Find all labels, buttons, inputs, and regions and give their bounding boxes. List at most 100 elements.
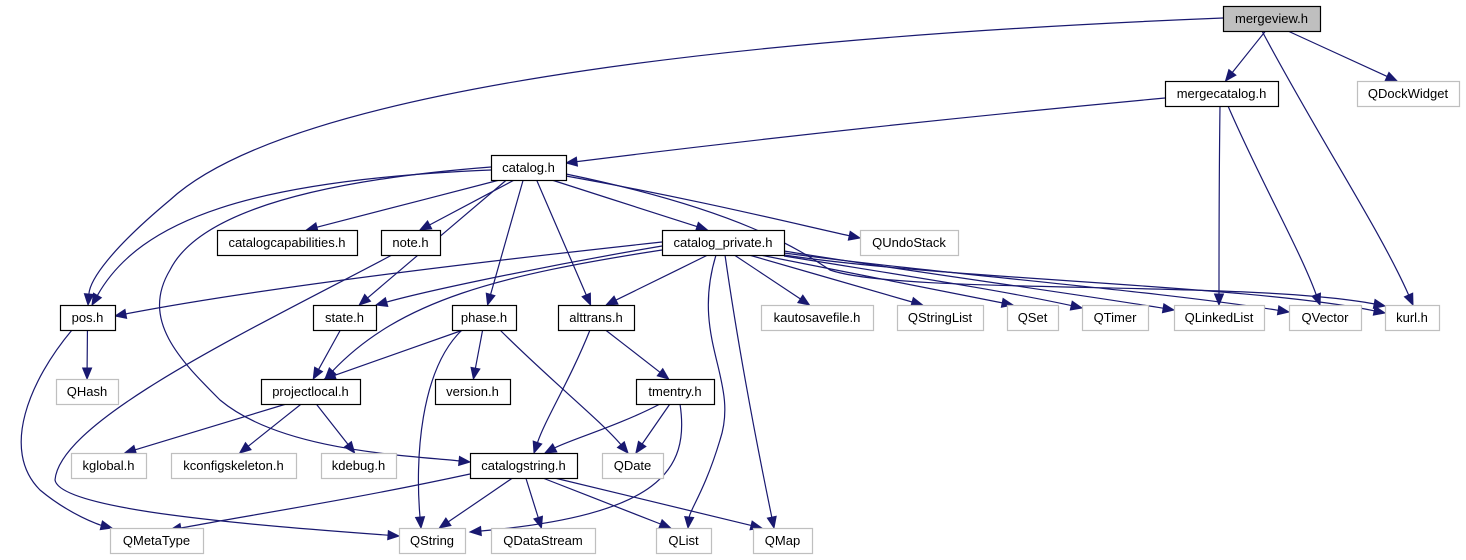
arrowhead-icon: [1224, 68, 1237, 83]
edge-line: [554, 477, 752, 526]
node-label: QMap: [765, 533, 800, 548]
arrowhead-icon: [91, 292, 103, 307]
node-label: QList: [668, 533, 699, 548]
node-alttrans[interactable]: alttrans.h: [557, 304, 636, 332]
arrowhead-icon: [796, 294, 811, 306]
arrowhead-icon: [1311, 292, 1321, 307]
arrowhead-icon: [616, 440, 629, 455]
node-QHash[interactable]: QHash: [55, 378, 120, 406]
node-kurl[interactable]: kurl.h: [1384, 304, 1441, 332]
edge-pos-to-QHash: [81, 329, 93, 381]
node-label: kurl.h: [1396, 310, 1428, 325]
edge-line: [386, 245, 663, 303]
node-label: kautosavefile.h: [774, 310, 861, 325]
node-box: [260, 378, 362, 406]
arrowhead-icon: [694, 221, 709, 232]
node-QList[interactable]: QList: [655, 527, 713, 555]
edge-phase-to-QDate: [499, 329, 629, 455]
node-state[interactable]: state.h: [312, 304, 378, 332]
node-label: QVector: [1302, 310, 1350, 325]
edge-catalog_private-to-QList: [684, 254, 726, 530]
arrowhead-icon: [684, 515, 695, 530]
node-QDockWidget[interactable]: QDockWidget: [1356, 80, 1461, 108]
edge-line: [1218, 105, 1221, 295]
node-label: QMetaType: [123, 533, 190, 548]
edge-projectlocal-to-kconfigskeleton: [238, 403, 302, 454]
edge-phase-to-version: [470, 329, 484, 381]
node-box: [896, 304, 985, 332]
edge-note-to-QString: [54, 254, 401, 541]
arrowhead-icon: [468, 525, 482, 537]
node-kautosavefile[interactable]: kautosavefile.h: [760, 304, 875, 332]
node-box: [1288, 304, 1363, 332]
edge-projectlocal-to-kglobal: [123, 403, 287, 455]
node-version[interactable]: version.h: [434, 378, 512, 406]
node-label: mergeview.h: [1235, 11, 1308, 26]
node-box: [170, 452, 298, 480]
node-catalogcapabilities[interactable]: catalogcapabilities.h: [216, 229, 359, 257]
node-QMetaType[interactable]: QMetaType: [109, 527, 205, 555]
edge-mergecatalog-to-QLinkedList: [1213, 105, 1225, 307]
node-note[interactable]: note.h: [380, 229, 442, 257]
node-label: projectlocal.h: [272, 384, 349, 399]
edge-line: [315, 403, 349, 445]
node-QDate[interactable]: QDate: [601, 452, 665, 480]
node-mergeview[interactable]: mergeview.h: [1222, 5, 1322, 33]
edge-line: [1227, 105, 1317, 295]
edge-catalog_private-to-pos: [113, 241, 663, 319]
arrowhead-icon: [1213, 293, 1225, 307]
node-box: [1173, 304, 1266, 332]
node-tmentry[interactable]: tmentry.h: [635, 378, 716, 406]
arrowhead-icon: [1403, 292, 1414, 307]
node-catalog[interactable]: catalog.h: [490, 154, 568, 182]
node-catalog_private[interactable]: catalog_private.h: [661, 229, 786, 257]
node-kglobal[interactable]: kglobal.h: [70, 452, 148, 480]
edge-line: [525, 477, 539, 518]
node-box: [601, 452, 665, 480]
edge-catalogstring-to-QList: [542, 477, 672, 529]
node-QStringList[interactable]: QStringList: [896, 304, 985, 332]
node-label: mergecatalog.h: [1177, 86, 1267, 101]
node-label: catalog.h: [502, 160, 555, 175]
edge-catalog-to-phase: [485, 179, 524, 307]
edge-pos-to-QMetaType: [20, 329, 114, 531]
node-QLinkedList[interactable]: QLinkedList: [1173, 304, 1266, 332]
edge-phase-to-QString: [414, 329, 463, 530]
node-QSet[interactable]: QSet: [1006, 304, 1060, 332]
node-kdebug[interactable]: kdebug.h: [320, 452, 398, 480]
edge-line: [783, 254, 1375, 312]
arrowhead-icon: [533, 515, 544, 530]
arrowhead-icon: [438, 517, 452, 529]
node-catalogstring[interactable]: catalogstring.h: [469, 452, 579, 480]
node-pos[interactable]: pos.h: [59, 304, 117, 332]
arrowhead-icon: [99, 520, 114, 531]
node-QDataStream[interactable]: QDataStream: [490, 527, 597, 555]
edge-line: [783, 255, 1072, 307]
edge-line: [576, 97, 1166, 163]
node-label: kdebug.h: [332, 458, 386, 473]
edge-tmentry-to-QString: [468, 403, 683, 537]
arrowhead-icon: [656, 367, 670, 380]
edge-mergeview-to-pos: [83, 17, 1224, 307]
node-kconfigskeleton[interactable]: kconfigskeleton.h: [170, 452, 298, 480]
edge-tmentry-to-QDate: [635, 403, 671, 455]
edge-line: [554, 403, 661, 449]
node-mergecatalog[interactable]: mergecatalog.h: [1164, 80, 1280, 108]
node-QVector[interactable]: QVector: [1288, 304, 1363, 332]
node-box: [312, 304, 378, 332]
nodes: mergeview.h mergecatalog.h QDockWidget cata…: [55, 5, 1461, 555]
node-QTimer[interactable]: QTimer: [1081, 304, 1150, 332]
edge-line: [417, 329, 463, 518]
node-box: [557, 304, 636, 332]
node-phase[interactable]: phase.h: [451, 304, 518, 332]
edge-mergeview-to-kurl: [1261, 30, 1414, 307]
node-projectlocal[interactable]: projectlocal.h: [260, 378, 362, 406]
edge-line: [733, 254, 801, 300]
node-QString[interactable]: QString: [398, 527, 467, 555]
node-QUndoStack[interactable]: QUndoStack: [859, 229, 960, 257]
node-box: [655, 527, 713, 555]
edge-catalog-to-kurl: [565, 173, 1387, 309]
node-QMap[interactable]: QMap: [752, 527, 814, 555]
edge-catalogstring-to-QString: [438, 477, 513, 529]
node-label: QDate: [614, 458, 652, 473]
